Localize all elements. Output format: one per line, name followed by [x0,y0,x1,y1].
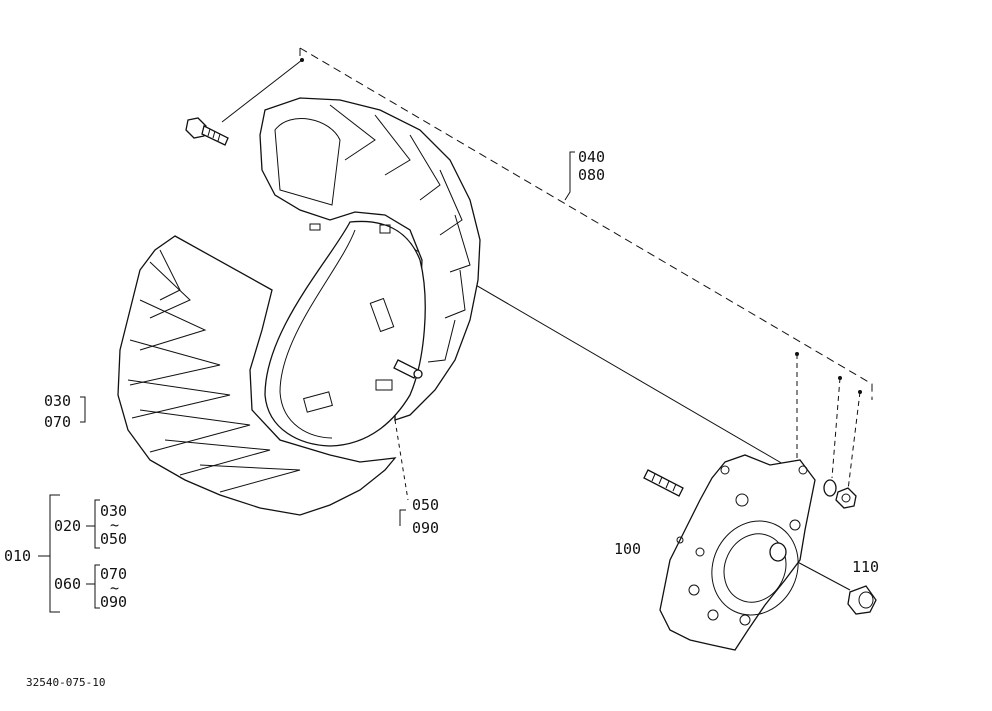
figure-code: 32540-075-10 [26,676,105,689]
valve-stem [393,359,423,379]
label-020-tilde: ~ [110,516,119,534]
label-050: 050 [412,496,439,514]
label-060-to: 090 [100,593,127,611]
dashed-assembly-outline [299,47,873,400]
label-070: 070 [44,413,71,431]
hub-nut [847,585,877,615]
label-brackets [38,151,575,613]
label-060: 060 [54,575,81,593]
nut-washer [823,479,857,509]
bolt [185,117,229,146]
label-020: 020 [54,517,81,535]
wheel-hub-disc [659,454,816,651]
tire-outer-half [117,235,397,516]
label-010: 010 [4,547,31,565]
part-labels: 040 080 030 070 050 090 100 110 010 020 … [4,148,879,611]
label-030: 030 [44,392,71,410]
stud [643,469,684,497]
label-040: 040 [578,148,605,166]
label-020-to: 050 [100,530,127,548]
label-060-tilde: ~ [110,579,119,597]
label-090: 090 [412,519,439,537]
tire-upper-half [259,97,481,421]
label-060-from: 070 [100,565,127,583]
label-110: 110 [852,558,879,576]
label-100: 100 [614,540,641,558]
wheel-rim [264,220,426,447]
label-020-from: 030 [100,502,127,520]
label-080: 080 [578,166,605,184]
